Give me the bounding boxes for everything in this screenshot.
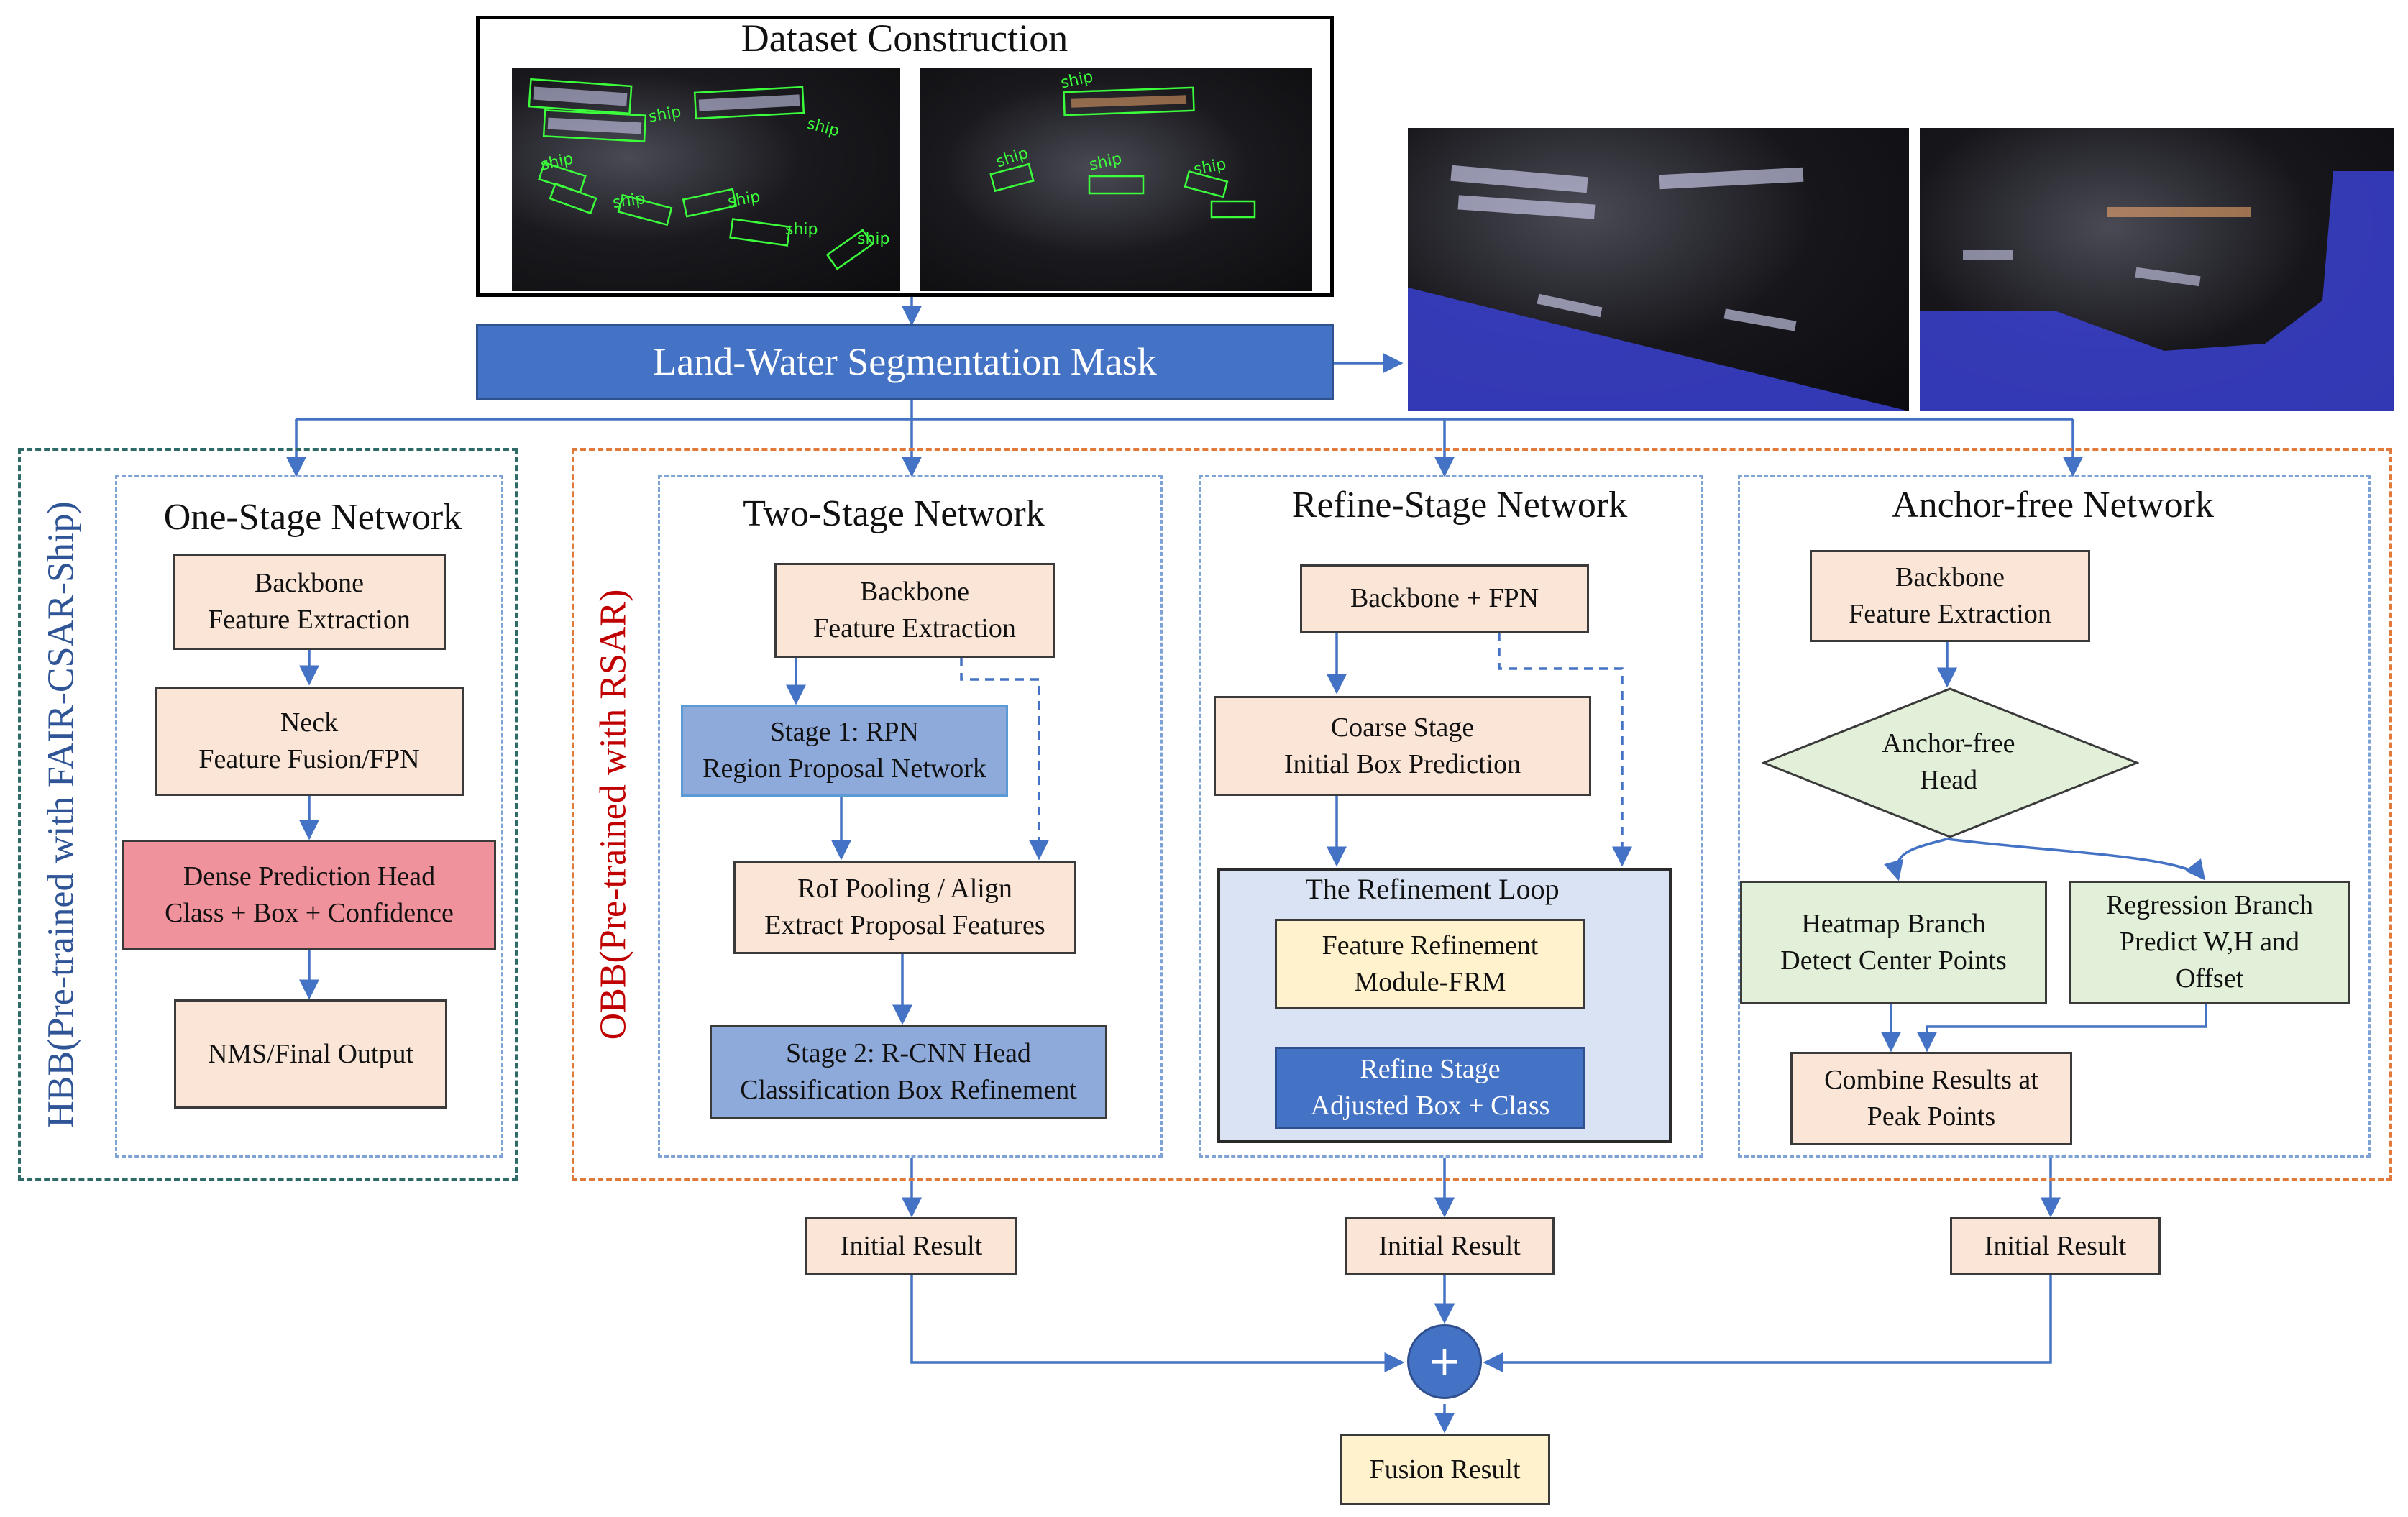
sample-image-2-annotations [989, 86, 1256, 219]
combine-results: Combine Results at Peak Points [1790, 1052, 2072, 1145]
sample-sar-image-1: ship ship ship ship ship ship ship [512, 68, 900, 291]
coarse-stage: Coarse Stage Initial Box Prediction [1214, 696, 1591, 796]
anchor-free-head: Anchor-free Head [1882, 728, 2015, 795]
fusion-result: Fusion Result [1340, 1434, 1550, 1505]
one-stage-panel [115, 475, 503, 1158]
segmented-sar-image-2 [1920, 128, 2394, 411]
obb-group [572, 448, 2392, 1181]
initial-result-two-stage: Initial Result [805, 1217, 1017, 1275]
feature-refinement-module: Feature Refinement Module-FRM [1275, 919, 1585, 1009]
ship-label: ship [857, 230, 890, 248]
arrow-backbone-to-roi-dashed [960, 658, 1049, 861]
anchor-free-backbone: Backbone Feature Extraction [1810, 550, 2090, 642]
hbb-group [18, 448, 518, 1181]
dataset-title: Dataset Construction [741, 17, 1068, 60]
anchor-free-head-shape [1762, 687, 2139, 838]
stage1-rpn: Stage 1: RPN Region Proposal Network [681, 705, 1008, 797]
one-stage-title: One-Stage Network [163, 497, 462, 538]
refine-stage-output: Refine Stage Adjusted Box + Class [1275, 1047, 1585, 1129]
refine-stage-panel [1199, 475, 1703, 1158]
roi-pooling-align: RoI Pooling / Align Extract Proposal Fea… [733, 861, 1076, 954]
regression-branch: Regression Branch Predict W,H and Offset [2069, 881, 2350, 1004]
stage2-rcnn-head: Stage 2: R-CNN Head Classification Box R… [710, 1025, 1107, 1119]
two-stage-panel [658, 475, 1163, 1158]
two-stage-title: Two-Stage Network [743, 493, 1045, 534]
segmentation-overlay-1 [1408, 165, 1909, 411]
land-water-segmentation-mask: Land-Water Segmentation Mask [476, 324, 1334, 400]
arrow-head-to-regression [1946, 838, 2206, 881]
one-stage-neck: Neck Feature Fusion/FPN [155, 687, 464, 796]
arrow-fpn-to-loop-dashed [1498, 633, 1632, 867]
two-stage-backbone: Backbone Feature Extraction [774, 563, 1055, 658]
refine-backbone-fpn: Backbone + FPN [1300, 564, 1589, 633]
obb-group-label: OBB(Pre-trained with RSAR) [592, 589, 634, 1040]
sample-sar-image-2: ship ship ship ship [920, 68, 1312, 291]
hbb-group-label: HBB(Pre-trained with FAIR-CSAR-Ship) [40, 501, 82, 1128]
initial-result-anchor-free: Initial Result [1950, 1217, 2161, 1275]
ship-label: ship [785, 221, 818, 239]
arrow-result-left-to-fusion [910, 1275, 1405, 1372]
anchor-free-title: Anchor-free Network [1892, 485, 2214, 526]
refinement-loop-title: The Refinement Loop [1305, 873, 1560, 905]
plus-icon: + [1427, 1338, 1462, 1385]
one-stage-backbone: Backbone Feature Extraction [173, 554, 446, 650]
nms-final-output: NMS/Final Output [174, 999, 447, 1109]
fusion-sum-node: + [1407, 1324, 1482, 1399]
arrow-regression-to-combine [1917, 1004, 2207, 1053]
anchor-free-panel [1738, 475, 2371, 1158]
sample-image-1-annotations [528, 78, 874, 270]
arrow-result-right-to-fusion [1483, 1275, 2052, 1372]
initial-result-refine-stage: Initial Result [1345, 1217, 1555, 1275]
segmentation-overlay-2 [1920, 171, 2394, 411]
dense-prediction-head: Dense Prediction Head Class + Box + Conf… [122, 840, 496, 950]
segmented-sar-image-1 [1408, 128, 1909, 411]
refine-stage-title: Refine-Stage Network [1291, 485, 1628, 526]
heatmap-branch: Heatmap Branch Detect Center Points [1740, 881, 2047, 1004]
arrow-head-to-heatmap [1884, 838, 1948, 881]
